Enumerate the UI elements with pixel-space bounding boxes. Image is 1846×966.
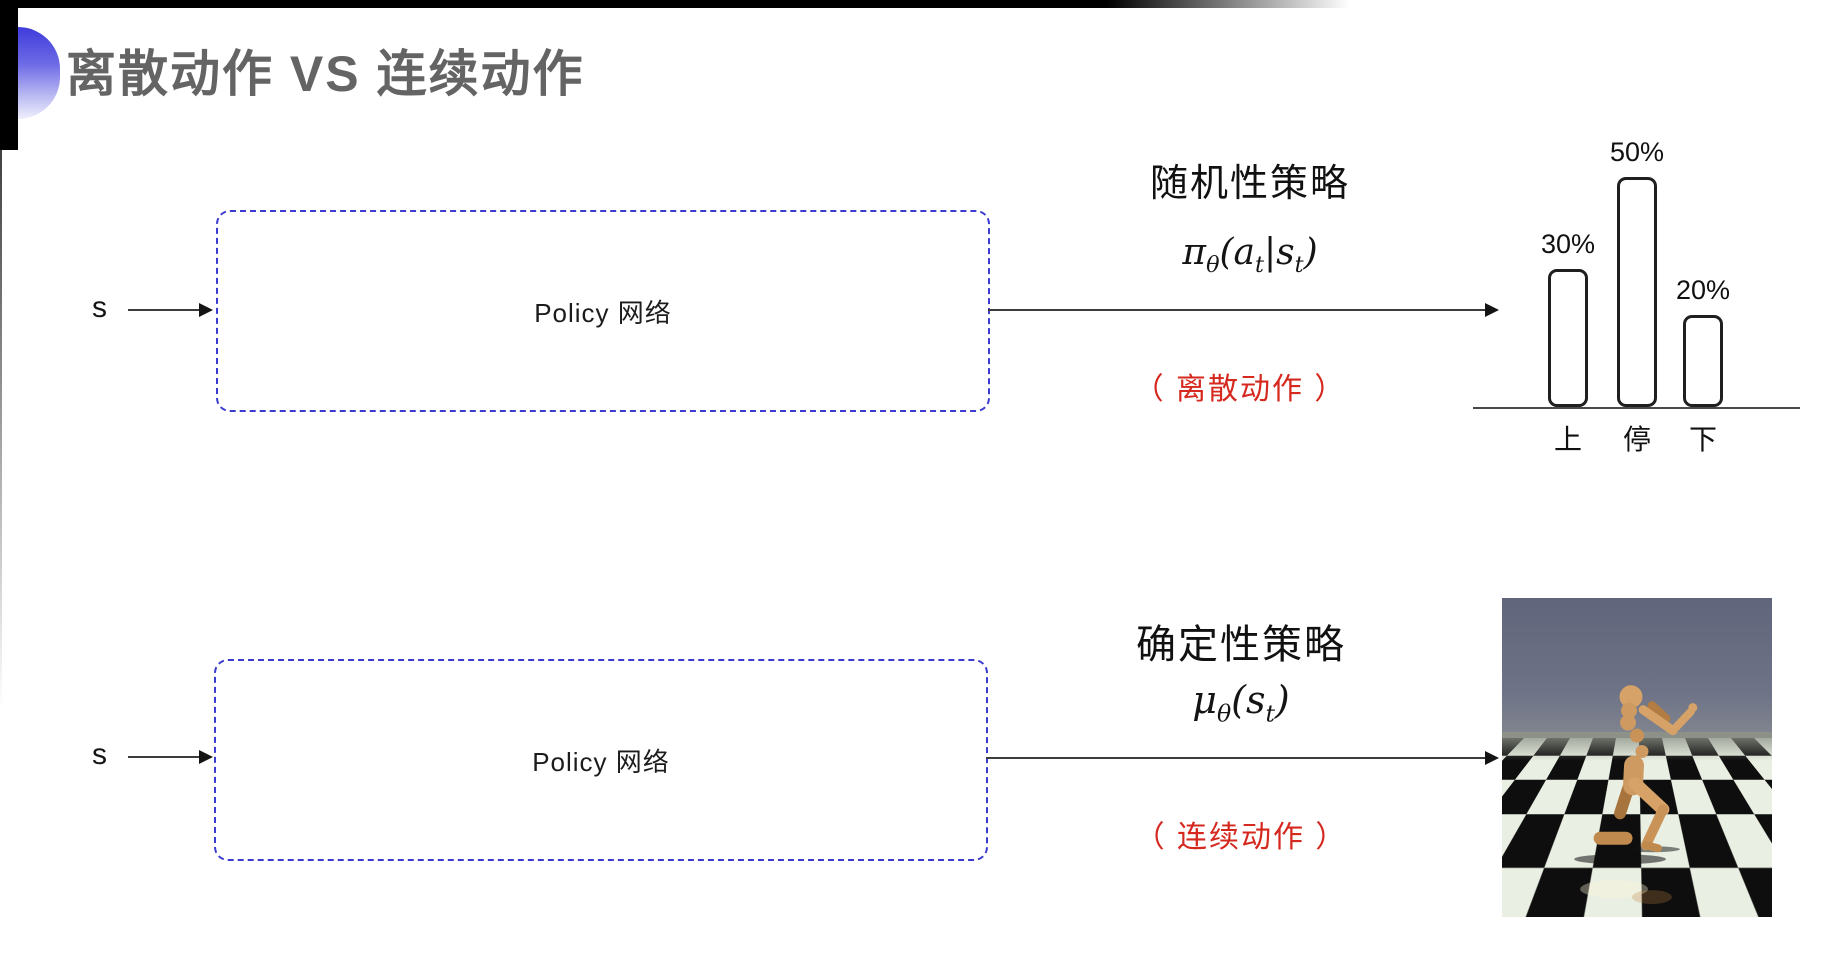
formula-s-sub: t (1294, 252, 1304, 279)
arrow-policy-to-output-top (988, 303, 1499, 317)
policy-network-label-top: Policy 网络 (534, 297, 672, 328)
formula-open-s: (s (1231, 678, 1266, 722)
arrow-policy-to-output-bottom (986, 751, 1499, 765)
probability-value-label: 20% (1675, 275, 1731, 305)
formula-open-a: (a (1219, 232, 1256, 273)
arrow-state-to-policy-top (128, 303, 213, 317)
title-bullet-icon (18, 27, 60, 119)
state-input-label-top: s (92, 291, 107, 324)
stochastic-policy-title: 随机性策略 (1149, 163, 1350, 205)
humanoid-robot-figure (1574, 685, 1698, 905)
formula-s2-sub: t (1265, 699, 1275, 728)
deterministic-policy-title: 确定性策略 (1136, 623, 1346, 667)
probability-value-label: 30% (1540, 229, 1596, 259)
formula-close2: ) (1274, 678, 1290, 722)
state-input-label-bottom: s (92, 738, 107, 771)
probability-bar (1683, 315, 1723, 407)
video-letterbox-left-line (0, 150, 2, 710)
video-letterbox-top (0, 0, 1350, 8)
formula-pi: π (1182, 232, 1207, 273)
formula-a-sub: t (1255, 252, 1264, 279)
formula-pi-sub: θ (1206, 252, 1220, 279)
deterministic-policy-formula: μθ(st) (1041, 678, 1441, 728)
action-category-label: 下 (1688, 424, 1717, 455)
formula-bar-s: |s (1263, 232, 1295, 273)
video-letterbox-left (0, 0, 18, 150)
policy-network-box-top: Policy 网络 (216, 210, 990, 412)
continuous-action-note: （ 连续动作 ） (1134, 821, 1348, 854)
action-category-label: 停 (1622, 424, 1651, 455)
policy-network-label-bottom: Policy 网络 (532, 746, 670, 777)
discrete-action-note: （ 离散动作 ） (1133, 373, 1347, 406)
action-probability-chart: 30% 上 50% 停 20% 下 (1473, 100, 1800, 455)
probability-bar (1548, 269, 1588, 407)
probability-bar (1617, 177, 1657, 407)
action-category-label: 上 (1553, 424, 1582, 455)
stochastic-policy-formula: πθ(at|st) (1050, 232, 1450, 278)
chart-baseline (1473, 407, 1800, 409)
formula-close: ) (1303, 232, 1318, 273)
humanoid-simulation-image (1502, 598, 1772, 917)
arrow-state-to-policy-bottom (128, 750, 213, 764)
formula-mu: μ (1192, 678, 1217, 722)
page-title: 离散动作 VS 连续动作 (66, 46, 585, 102)
formula-mu-sub: θ (1216, 699, 1232, 728)
probability-value-label: 50% (1609, 137, 1665, 167)
policy-network-box-bottom: Policy 网络 (214, 659, 988, 861)
